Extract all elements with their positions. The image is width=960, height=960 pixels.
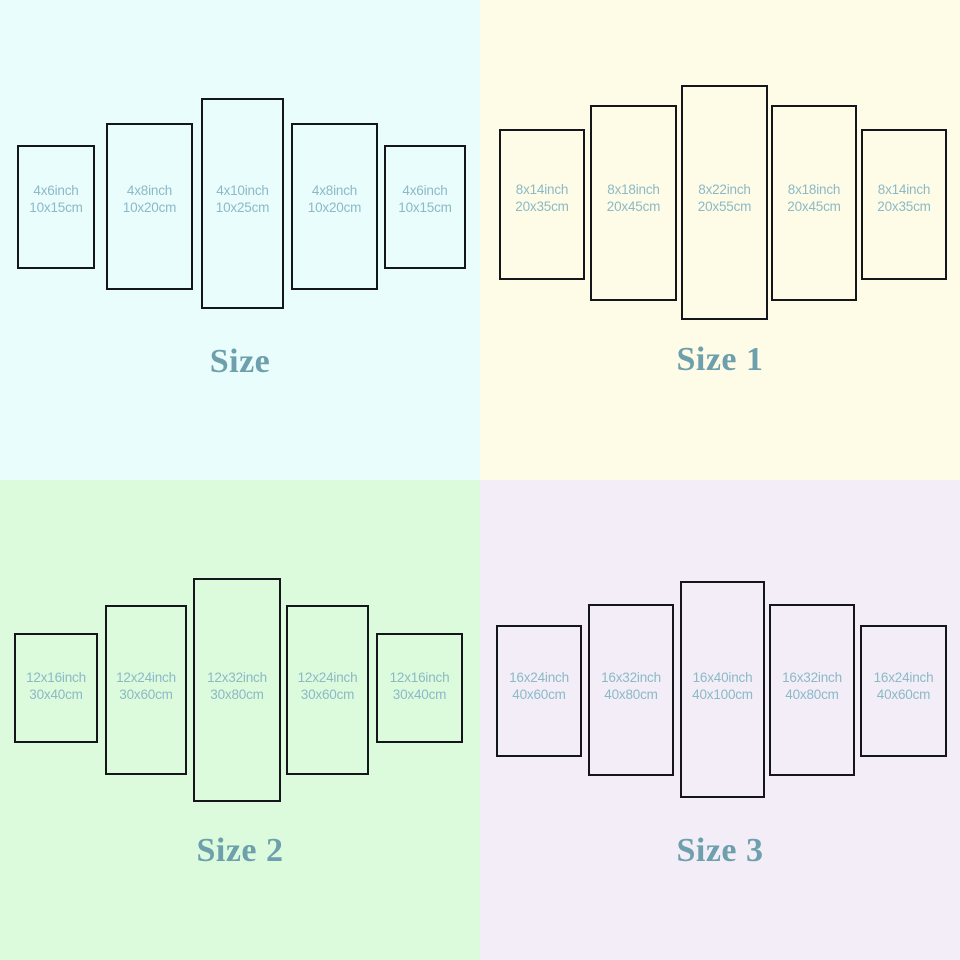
panel-left-outer[interactable] [499,129,585,280]
panel-center[interactable] [680,581,765,798]
panel-right-outer[interactable] [860,625,947,757]
group-title-size-variant-2: Size 2 [196,832,284,869]
group-title-size-variant-3: Size 3 [676,832,764,869]
panel-right-inner[interactable] [771,105,857,301]
panel-left-outer[interactable] [496,625,582,757]
panel-right-inner[interactable] [769,604,855,776]
panel-right-inner[interactable] [286,605,369,775]
panel-left-inner[interactable] [105,605,187,775]
panel-right-outer[interactable] [861,129,947,280]
panel-right-outer[interactable] [376,633,463,743]
group-title-size-variant-base: Size [209,343,271,380]
panel-left-outer[interactable] [17,145,95,269]
panel-right-inner[interactable] [291,123,378,290]
panel-center[interactable] [193,578,281,802]
panel-left-inner[interactable] [106,123,193,290]
panel-center[interactable] [681,85,768,320]
panel-left-inner[interactable] [590,105,677,301]
panel-right-outer[interactable] [384,145,466,269]
panel-left-inner[interactable] [588,604,674,776]
group-title-size-variant-1: Size 1 [676,341,764,378]
panel-center[interactable] [201,98,284,309]
panel-left-outer[interactable] [14,633,98,743]
